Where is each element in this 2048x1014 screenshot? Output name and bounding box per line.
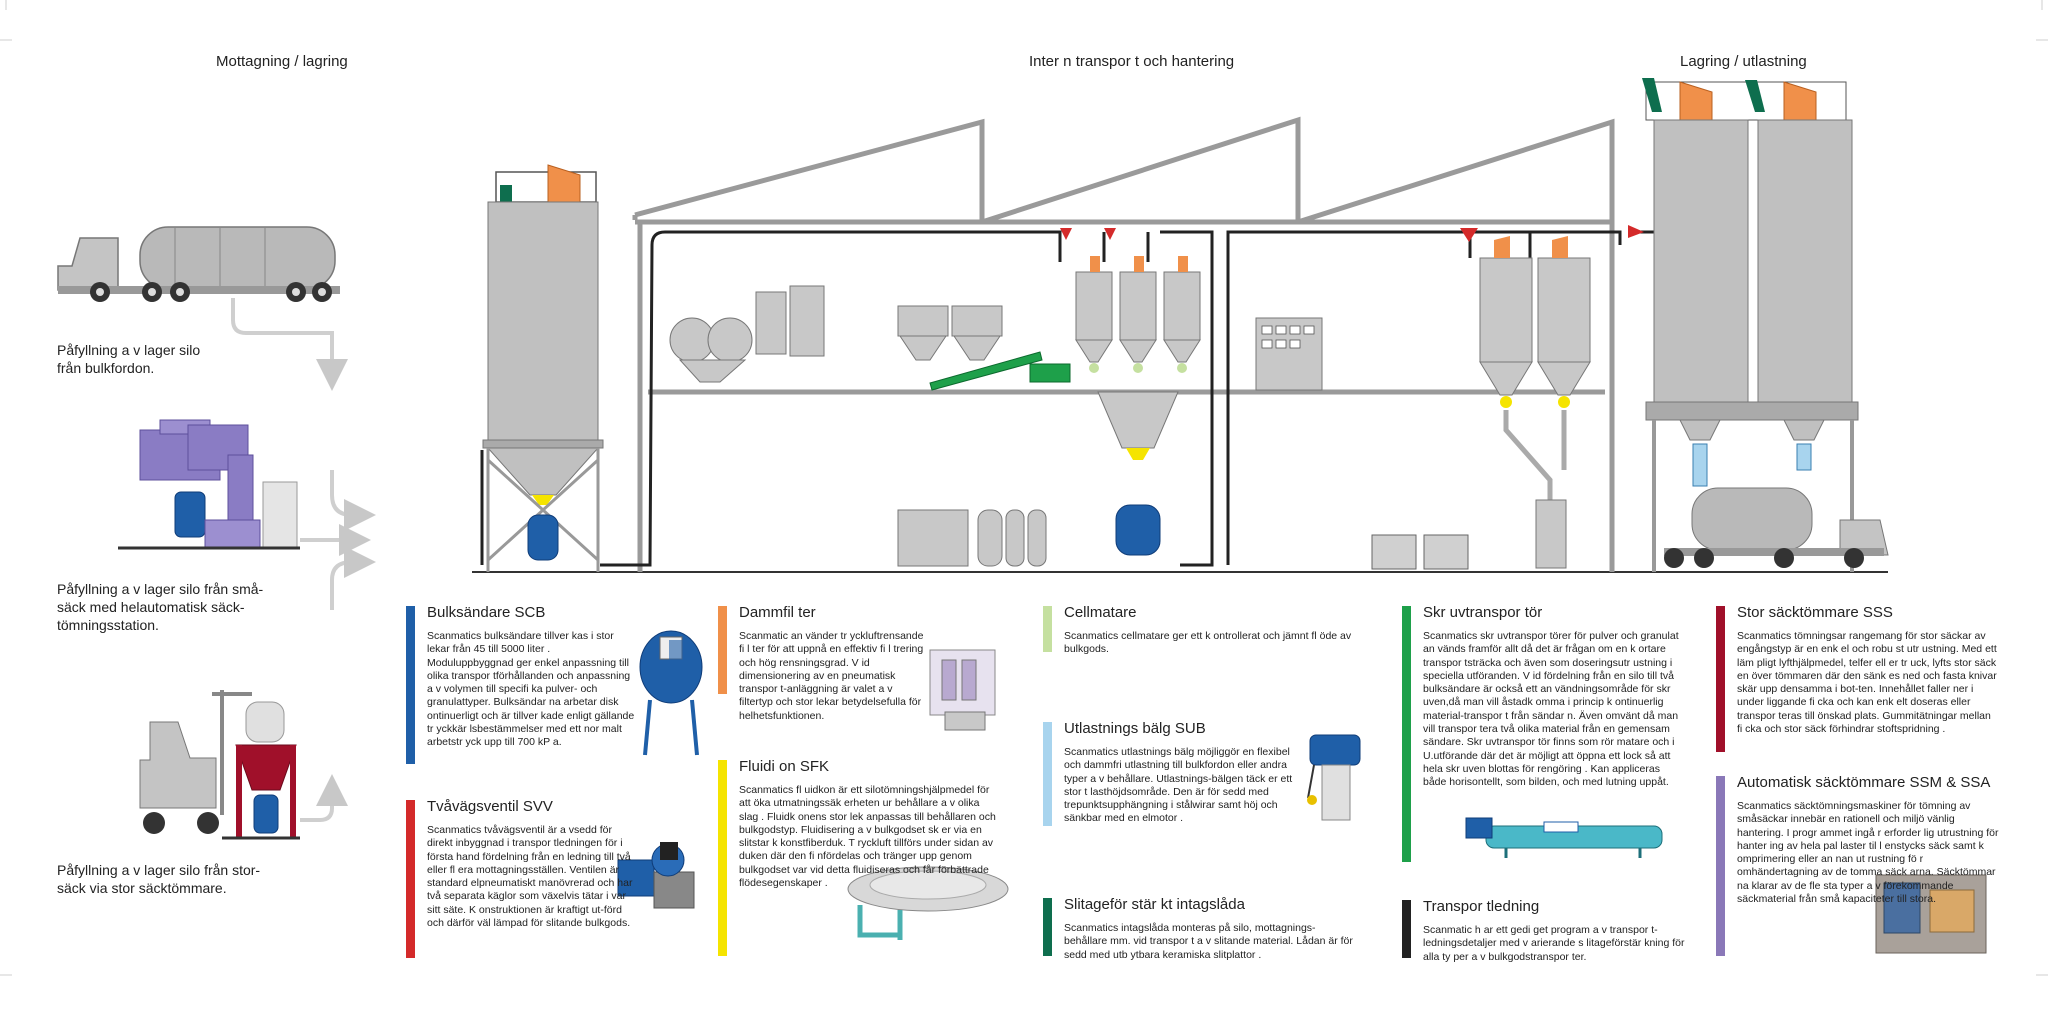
card-title: Cellmatare	[1064, 604, 1137, 621]
card-title: Utlastnings bälg SUB	[1064, 720, 1206, 737]
card-text: Scanmatics tvåvägsventil är a vsedd för …	[427, 824, 633, 930]
card-color-bar	[1043, 606, 1052, 652]
card-color-bar	[1043, 722, 1052, 826]
two-way-valves	[1060, 225, 1644, 242]
card-color-bar	[1402, 606, 1411, 862]
card-text: Scanmatics skr uvtranspor törer för pulv…	[1423, 630, 1679, 789]
card-color-bar	[406, 800, 415, 958]
card-text: Scanmatics intagslåda monteras på silo, …	[1064, 922, 1353, 961]
card-color-bar	[718, 760, 727, 956]
card-title: Dammfil ter	[739, 604, 816, 621]
screw-conveyor-inclined	[929, 351, 1043, 391]
card-fluidicone: Fluidi on SFK Scanmatics fl uidkon är et…	[718, 758, 1018, 956]
section-title-loading: Lagring / utlastning	[1680, 53, 1807, 70]
product-photo-sack-machine	[1875, 874, 1987, 954]
card-cell-feeder: Cellmatare Scanmatics cellmatare ger ett…	[1043, 604, 1363, 655]
caption-bulk-truck: Påfyllning a v lager silo från bulkfordo…	[57, 342, 201, 376]
card-screw-conveyor: Skr uvtranspor tör Scanmatics skr uvtran…	[1402, 604, 1692, 862]
card-text: Scanmatics bulksändare tillver kas i sto…	[427, 630, 635, 749]
card-text: Scanmatic h ar ett gedi get program a v …	[1423, 924, 1685, 963]
flow-arrows-sack	[300, 470, 376, 610]
caption-big-sack: Påfyllning a v lager silo från stor-säck…	[57, 862, 261, 896]
caption-small-sack: Påfyllning a v lager silo från små-säck …	[57, 581, 264, 633]
card-text: Scanmatics säcktömningsmaskiner för tömn…	[1737, 800, 1999, 906]
product-photo-dust-filter	[929, 649, 996, 731]
card-title: Tvåvägsventil SVV	[427, 798, 553, 815]
storage-silo-receiving	[482, 164, 604, 572]
card-title: Stor säcktömmare SSS	[1737, 604, 1893, 621]
forklift-icon	[139, 690, 252, 834]
product-photo-screw-conveyor	[1465, 817, 1663, 858]
card-color-bar	[1716, 606, 1725, 752]
card-bulk-sender: Bulksändare SCB Scanmatics bulksändare t…	[406, 604, 646, 764]
big-sack-unloader-icon	[222, 701, 300, 840]
section-title-receiving: Mottagning / lagring	[216, 53, 348, 70]
sack-pallet-icon	[1371, 534, 1469, 570]
card-color-bar	[406, 606, 415, 764]
product-photo-loading-bellow	[1307, 734, 1361, 821]
sack-station-icon	[118, 419, 300, 550]
card-color-bar	[1402, 900, 1411, 958]
product-photo-two-way-valve	[617, 842, 695, 909]
card-text: Scanmatics utlastnings bälg möjliggör en…	[1064, 746, 1293, 825]
product-photo-bulk-sender	[639, 630, 703, 756]
crop-marks	[0, 0, 2048, 976]
building-frame	[632, 116, 1615, 572]
card-two-way-valve: Tvåvägsventil SVV Scanmatics tvåvägsvent…	[406, 798, 646, 958]
card-title: Fluidi on SFK	[739, 758, 830, 775]
section-title-internal: Inter n transpor t och hantering	[1029, 53, 1235, 70]
bulk-truck-icon	[57, 226, 340, 302]
flow-arrow-truck	[231, 298, 348, 391]
card-text: Scanmatic an vänder tr yckluftrensande f…	[739, 630, 924, 722]
card-big-sack-unloader: Stor säcktömmare SSS Scanmatics tömnings…	[1716, 604, 2016, 752]
card-title: Bulksändare SCB	[427, 604, 546, 621]
card-text: Scanmatics fl uidkon är ett silotömnings…	[739, 784, 996, 890]
filter-hoppers-middle	[1075, 256, 1201, 556]
card-auto-sack-emptier: Automatisk säcktömmare SSM & SSA Scanmat…	[1716, 774, 2016, 956]
card-text: Scanmatics tömningsar rangemang för stor…	[1737, 630, 1997, 736]
compressor-icon	[897, 509, 1047, 567]
product-photo-fluidicone	[847, 866, 1009, 940]
card-text: Scanmatics cellmatare ger ett k ontrolle…	[1064, 630, 1352, 656]
card-wear-intake-box: Slitageför stär kt intagslåda Scanmatics…	[1043, 896, 1363, 961]
card-loading-bellow: Utlastnings bälg SUB Scanmatics utlastni…	[1043, 720, 1363, 826]
card-title: Slitageför stär kt intagslåda	[1064, 896, 1245, 913]
transport-pipe	[480, 230, 1150, 567]
process-machines	[669, 285, 1323, 391]
flow-arrow-bigsack	[300, 774, 348, 822]
card-title: Automatisk säcktömmare SSM & SSA	[1737, 774, 1991, 791]
card-dust-filter: Dammfil ter Scanmatic an vänder tr ycklu…	[718, 604, 1018, 722]
card-color-bar	[1043, 898, 1052, 956]
loading-silos-right	[1642, 78, 1889, 572]
twin-silos-middle	[1479, 236, 1591, 569]
card-color-bar	[1716, 776, 1725, 956]
card-title: Transpor tledning	[1423, 898, 1540, 915]
card-color-bar	[718, 606, 727, 694]
card-transport-pipe: Transpor tledning Scanmatic h ar ett ged…	[1402, 898, 1692, 963]
card-title: Skr uvtranspor tör	[1423, 604, 1543, 621]
